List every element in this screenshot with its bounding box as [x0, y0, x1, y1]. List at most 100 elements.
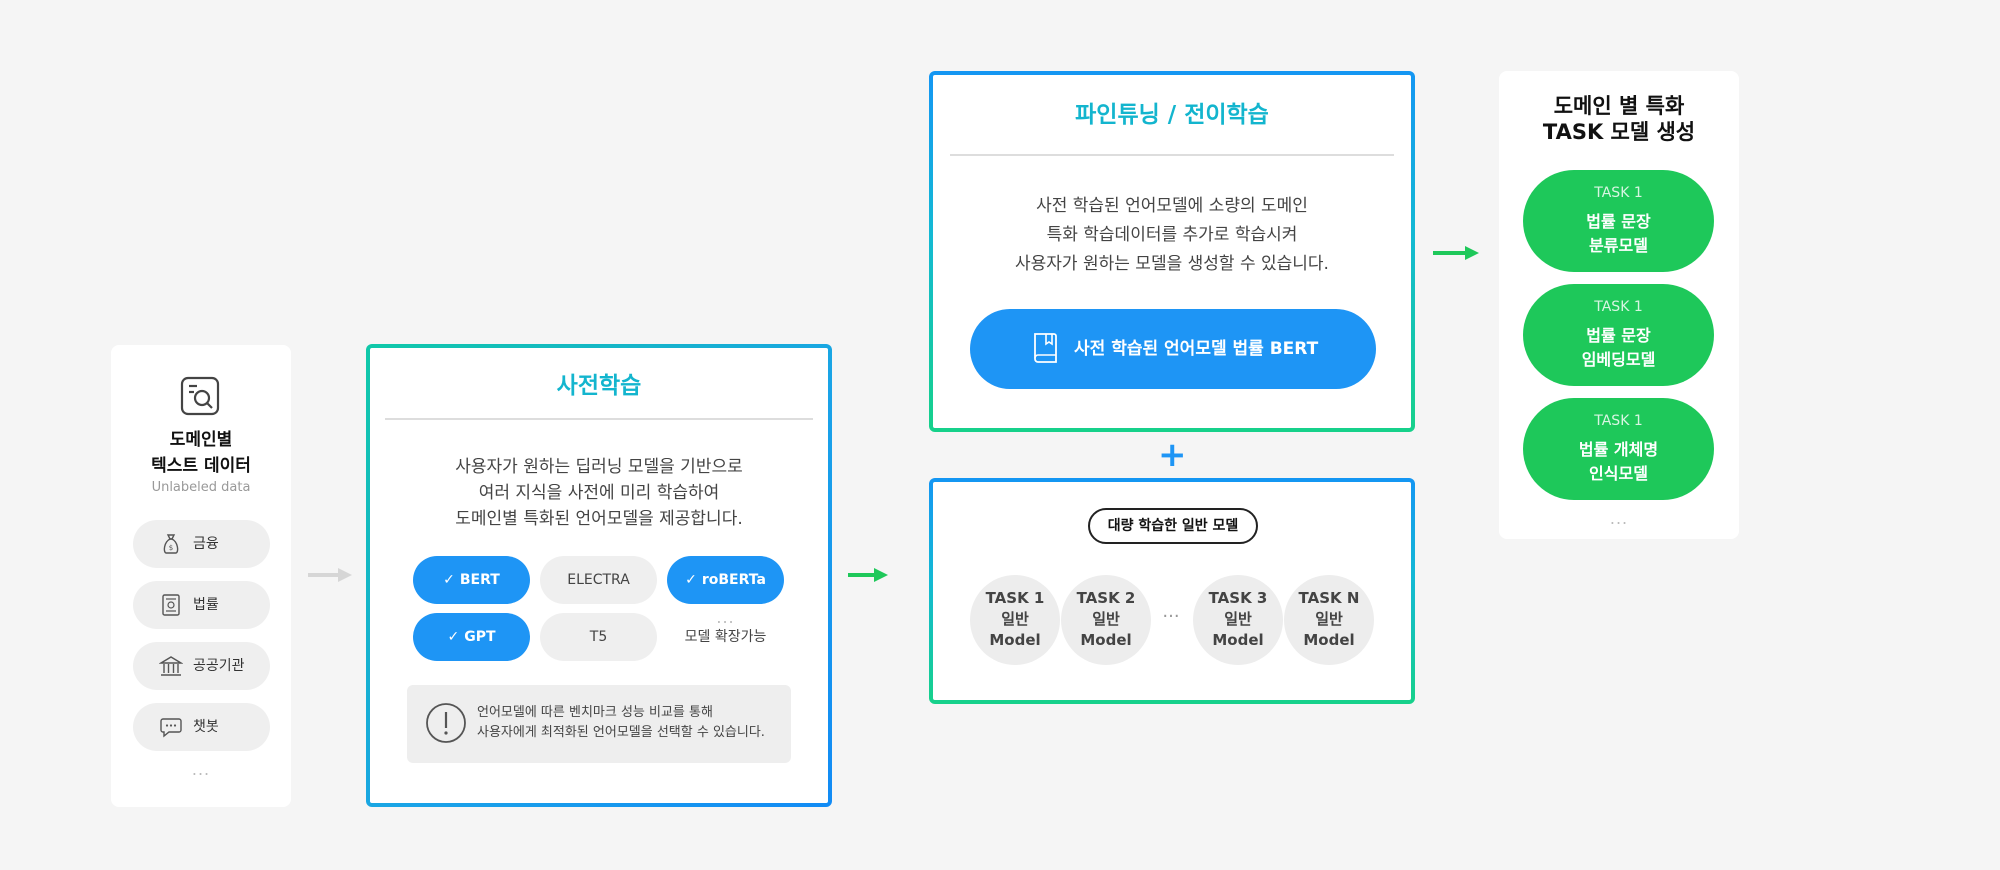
general-model-kind: 일반 — [1224, 610, 1252, 628]
government-building-icon — [159, 656, 183, 676]
general-model-badge: 대량 학습한 일반 모델 — [1088, 508, 1258, 544]
general-model-label: Model — [1303, 631, 1355, 649]
domain-item-law: 법률 — [133, 581, 270, 629]
domain-item-label: 법률 — [193, 597, 219, 613]
task-model-item: TASK 1 법률 개체명 인식모델 — [1523, 398, 1714, 500]
task-title-line2: TASK 모델 생성 — [1542, 120, 1696, 144]
domain-item-label: 금융 — [193, 536, 219, 552]
model-chip-label: roBERTa — [701, 572, 766, 588]
law-document-icon — [162, 594, 180, 616]
task-model-body: 법률 개체명 인식모델 — [1523, 438, 1714, 486]
arrow-right-icon — [1433, 246, 1479, 260]
general-model-label: Model — [989, 631, 1041, 649]
notice-line1: 언어모델에 따른 벤치마크 성능 비교를 통해 — [477, 705, 713, 720]
general-model-task: TASK 1 — [985, 589, 1045, 607]
model-chip-bert[interactable]: ✓BERT — [413, 556, 530, 604]
task-model-title: 도메인 별 특화 TASK 모델 생성 — [1499, 93, 1739, 145]
domain-data-subtitle: Unlabeled data — [151, 480, 251, 495]
domain-more-dots: ... — [191, 760, 211, 779]
general-model-task: TASK N — [1298, 589, 1360, 607]
task-model-panel: 도메인 별 특화 TASK 모델 생성 TASK 1 법률 문장 분류모델 TA… — [1499, 71, 1739, 539]
general-model-kind: 일반 — [1001, 610, 1029, 628]
pretraining-desc-line3: 도메인별 특화된 언어모델을 제공합니다. — [455, 509, 743, 529]
arrow-right-icon — [308, 568, 352, 582]
finetuning-desc-line2: 특화 학습데이터를 추가로 학습시켜 — [1046, 225, 1298, 245]
general-model-ellipsis: ··· — [1162, 606, 1180, 627]
pretraining-description: 사용자가 원하는 딥러닝 모델을 기반으로 여러 지식을 사전에 미리 학습하여… — [370, 454, 828, 532]
notice-line2: 사용자에게 최적화된 언어모델을 선택할 수 있습니다. — [477, 725, 765, 740]
general-model-circle: TASK N 일반 Model — [1284, 575, 1374, 665]
task-model-line2: 분류모델 — [1589, 236, 1648, 255]
domain-data-panel: 도메인별 텍스트 데이터 Unlabeled data $ 금융 법률 공공기관 — [111, 345, 291, 807]
model-chip-gpt[interactable]: ✓GPT — [413, 613, 530, 661]
domain-item-finance: $ 금융 — [133, 520, 270, 568]
task-title-line1: 도메인 별 특화 — [1553, 94, 1685, 118]
general-model-task: TASK 3 — [1208, 589, 1268, 607]
model-chip-label: GPT — [464, 629, 496, 645]
model-chip-label: BERT — [459, 572, 500, 588]
model-chip-roberta[interactable]: ✓roBERTa — [667, 556, 784, 604]
general-model-circle: TASK 2 일반 Model — [1061, 575, 1151, 665]
divider — [385, 418, 813, 420]
domain-data-title-line2: 텍스트 데이터 — [151, 456, 251, 476]
check-icon: ✓ — [447, 629, 460, 645]
model-chip-t5[interactable]: T5 — [540, 613, 657, 661]
model-chip-label: ELECTRA — [567, 572, 630, 588]
task-model-body: 법률 문장 분류모델 — [1523, 210, 1714, 258]
task-model-line1: 법률 개체명 — [1578, 440, 1659, 459]
domain-item-public: 공공기관 — [133, 642, 270, 690]
model-chip-label: T5 — [589, 629, 608, 645]
money-bag-icon: $ — [163, 534, 179, 554]
pretraining-desc-line1: 사용자가 원하는 딥러닝 모델을 기반으로 — [455, 457, 743, 477]
document-search-icon — [180, 376, 220, 416]
plus-icon: + — [1158, 435, 1187, 475]
chat-bubble-icon — [160, 718, 182, 738]
general-model-label: Model — [1080, 631, 1132, 649]
check-icon: ✓ — [443, 572, 455, 588]
pretrained-law-bert-button[interactable]: 사전 학습된 언어모델 법률 BERT — [970, 309, 1376, 389]
general-model-circle: TASK 3 일반 Model — [1193, 575, 1283, 665]
task-model-line1: 법률 문장 — [1586, 326, 1651, 345]
model-more-dots: ... — [716, 608, 735, 627]
finetuning-panel: 파인튜닝 / 전이학습 사전 학습된 언어모델에 소량의 도메인 특화 학습데이… — [929, 71, 1415, 432]
general-model-kind: 일반 — [1092, 610, 1120, 628]
check-icon: ✓ — [685, 572, 697, 588]
finetuning-description: 사전 학습된 언어모델에 소량의 도메인 특화 학습데이터를 추가로 학습시켜 … — [933, 192, 1411, 279]
task-model-item: TASK 1 법률 문장 임베딩모델 — [1523, 284, 1714, 386]
exclamation-icon — [426, 703, 466, 743]
task-more-dots: ... — [1609, 509, 1629, 528]
divider — [950, 154, 1394, 156]
task-model-head: TASK 1 — [1594, 299, 1643, 315]
arrow-right-icon — [848, 568, 888, 582]
domain-data-title-line1: 도메인별 — [169, 430, 233, 450]
finetuning-title: 파인튜닝 / 전이학습 — [1075, 102, 1269, 128]
model-chip-electra[interactable]: ELECTRA — [540, 556, 657, 604]
general-model-circle: TASK 1 일반 Model — [970, 575, 1060, 665]
pretrained-law-bert-label: 사전 학습된 언어모델 법률 BERT — [1074, 339, 1319, 359]
finetuning-desc-line1: 사전 학습된 언어모델에 소량의 도메인 — [1036, 196, 1308, 216]
domain-data-title: 도메인별 텍스트 데이터 — [111, 427, 291, 479]
task-model-head: TASK 1 — [1594, 413, 1643, 429]
domain-item-label: 챗봇 — [193, 719, 219, 735]
general-model-label: Model — [1212, 631, 1264, 649]
general-model-panel: 대량 학습한 일반 모델 TASK 1 일반 Model TASK 2 일반 M… — [929, 478, 1415, 704]
task-model-body: 법률 문장 임베딩모델 — [1523, 324, 1714, 372]
model-expandable-label: 모델 확장가능 — [684, 629, 767, 645]
pretraining-panel: 사전학습 사용자가 원하는 딥러닝 모델을 기반으로 여러 지식을 사전에 미리… — [366, 344, 832, 807]
book-icon — [1034, 333, 1057, 363]
pretraining-desc-line2: 여러 지식을 사전에 미리 학습하여 — [478, 483, 720, 503]
task-model-head: TASK 1 — [1594, 185, 1643, 201]
domain-item-label: 공공기관 — [193, 658, 245, 674]
task-model-line1: 법률 문장 — [1586, 212, 1651, 231]
benchmark-notice-text: 언어모델에 따른 벤치마크 성능 비교를 통해 사용자에게 최적화된 언어모델을… — [477, 703, 765, 743]
general-model-task: TASK 2 — [1076, 589, 1136, 607]
svg-text:$: $ — [169, 544, 173, 552]
benchmark-notice: 언어모델에 따른 벤치마크 성능 비교를 통해 사용자에게 최적화된 언어모델을… — [407, 685, 791, 763]
pretraining-title: 사전학습 — [556, 373, 642, 399]
task-model-line2: 인식모델 — [1589, 464, 1648, 483]
finetuning-desc-line3: 사용자가 원하는 모델을 생성할 수 있습니다. — [1015, 254, 1329, 274]
model-expandable: ... 모델 확장가능 — [667, 610, 784, 648]
domain-item-chatbot: 챗봇 — [133, 703, 270, 751]
general-model-kind: 일반 — [1315, 610, 1343, 628]
task-model-line2: 임베딩모델 — [1581, 350, 1656, 369]
